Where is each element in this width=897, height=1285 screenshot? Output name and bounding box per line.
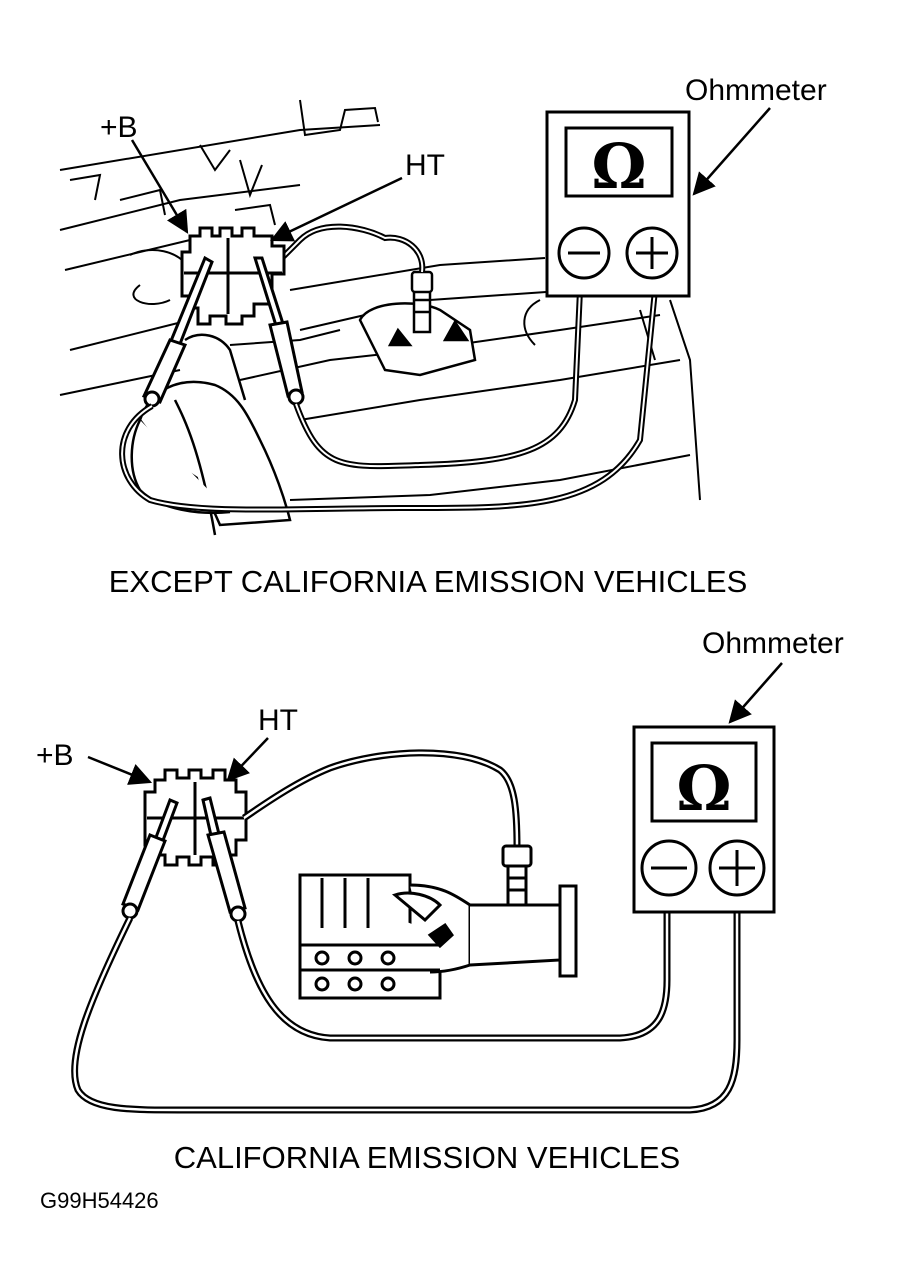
ohm-symbol-bottom: Ω: [676, 752, 731, 825]
leader-plus-b-top: [130, 139, 189, 234]
sensor-wire-top: [277, 223, 426, 273]
plus-terminal-icon: [625, 226, 679, 280]
sensor-wire-bottom: [242, 749, 521, 849]
probe-left-bottom: [121, 798, 179, 920]
leader-ohmmeter-bottom: [728, 662, 783, 724]
label-ht-top: HT: [405, 149, 445, 182]
oxygen-sensor-top: [358, 270, 477, 377]
minus-terminal-icon: [640, 839, 698, 897]
hand-silhouette-top: [130, 333, 292, 536]
label-plus-b-bottom: +B: [36, 739, 74, 772]
exhaust-manifold-bottom: [298, 873, 578, 1000]
label-plus-b-top: +B: [100, 111, 138, 144]
caption-bottom: CALIFORNIA EMISSION VEHICLES: [174, 1140, 680, 1175]
label-ht-bottom: HT: [258, 704, 298, 737]
ohmmeter-bottom: Ω: [632, 725, 776, 914]
ohm-symbol-top: Ω: [591, 130, 646, 203]
label-ohmmeter-bottom: Ohmmeter: [702, 627, 844, 660]
plus-terminal-icon: [708, 839, 766, 897]
caption-top: EXCEPT CALIFORNIA EMISSION VEHICLES: [109, 564, 748, 599]
leader-ht-top: [269, 176, 403, 242]
ohmmeter-top: Ω: [545, 110, 691, 298]
figure-code: G99H54426: [40, 1188, 159, 1213]
probe-right-top: [252, 256, 305, 406]
minus-terminal-icon: [557, 226, 611, 280]
leader-plus-b-bottom: [87, 755, 153, 785]
label-ohmmeter-top: Ohmmeter: [685, 74, 827, 107]
probe-left-top: [141, 255, 214, 408]
leader-ht-bottom: [226, 737, 269, 782]
bottom-panel: Ω +B HT Ohmmeter CALIFORNIA EMISSION VEH…: [36, 627, 844, 1175]
top-panel: Ω +B HT Ohmmeter EXCEPT CALIFORNIA EMISS…: [59, 74, 827, 599]
leader-ohmmeter-top: [692, 107, 771, 196]
probe-right-bottom: [201, 796, 247, 923]
